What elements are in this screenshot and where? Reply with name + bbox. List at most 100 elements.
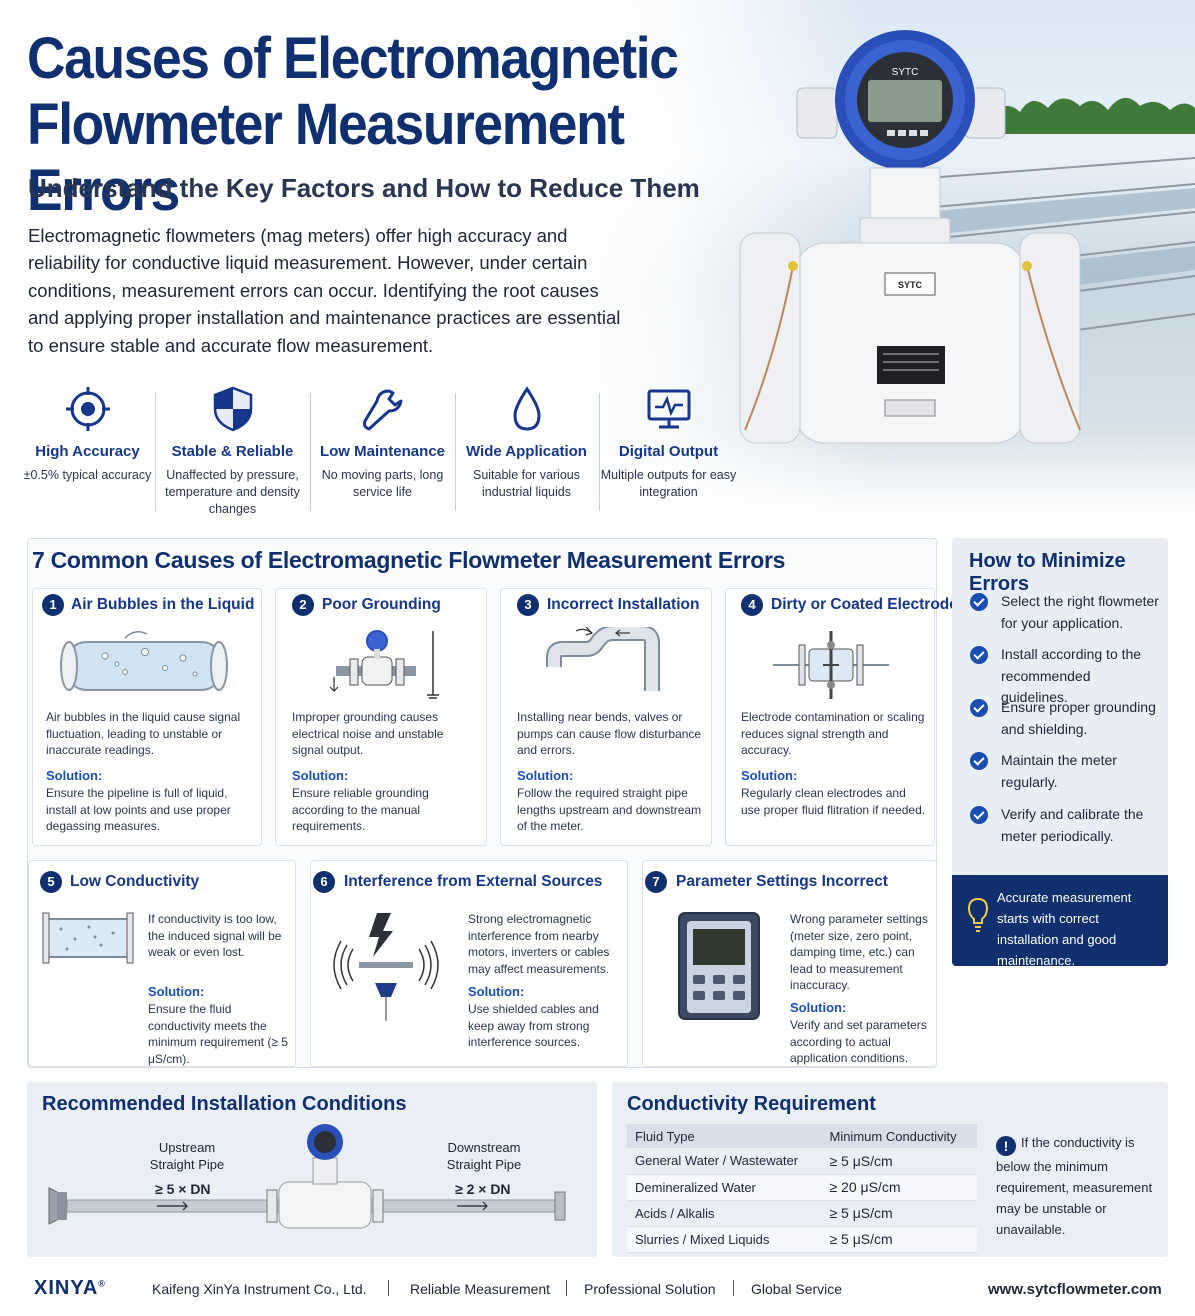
low-conductivity-pipe-illustration <box>42 912 134 964</box>
cause-card-dirty-electrodes: 4 Dirty or Coated Electrodes Electrode c… <box>725 588 967 846</box>
cause-number: 1 <box>42 594 64 616</box>
minimize-callout: Accurate measurement starts with correct… <box>952 875 1168 968</box>
wrench-icon <box>362 389 402 431</box>
table-row: Demineralized Water ≥ 20 μS/cm <box>627 1174 977 1201</box>
check-circle-icon <box>970 646 988 664</box>
intro-paragraph: Electromagnetic flowmeters (mag meters) … <box>28 225 621 356</box>
flowmeter-product-image: SYTC SYTC <box>739 30 1081 444</box>
min-conductivity-cell: ≥ 5 μS/cm <box>821 1148 977 1175</box>
feature-title: Digital Output <box>618 443 719 460</box>
feature-title: Wide Application <box>466 443 587 460</box>
feature-stable-reliable: Stable & Reliable Unaffected by pressure… <box>160 385 305 518</box>
brand-name: XINYA <box>34 1277 99 1299</box>
min-conductivity-cell: ≥ 5 μS/cm <box>821 1200 977 1227</box>
installation-title: Recommended Installation Conditions <box>42 1093 407 1115</box>
cause-number: 7 <box>645 871 667 893</box>
feature-title: Stable & Reliable <box>171 443 294 460</box>
solution-label: Solution: <box>292 768 349 783</box>
cause-number: 6 <box>313 871 335 893</box>
conductivity-panel: Conductivity Requirement Fluid Type Mini… <box>612 1082 1168 1257</box>
solution-label: Solution: <box>790 1000 847 1015</box>
callout-text: Accurate measurement starts with correct… <box>997 890 1132 968</box>
solution-text: Follow the required straight pipe length… <box>517 786 702 833</box>
table-row: Slurries / Mixed Liquids ≥ 5 μS/cm <box>627 1226 977 1253</box>
footer: XINYA® Kaifeng XinYa Instrument Co., Ltd… <box>0 1270 1195 1316</box>
conductivity-title: Conductivity Requirement <box>627 1093 876 1115</box>
footer-company: Kaifeng XinYa Instrument Co., Ltd. <box>152 1281 367 1297</box>
minimize-item-text: Maintain the meter regularly. <box>1001 752 1117 790</box>
fluid-type-cell: Acids / Alkalis <box>627 1200 822 1227</box>
footer-separator <box>388 1280 389 1296</box>
conductivity-note-text: If the conductivity is below the minimum… <box>996 1135 1153 1237</box>
monitor-icon <box>647 389 690 429</box>
column-header: Minimum Conductivity <box>821 1124 977 1148</box>
cause-title: Dirty or Coated Electrodes <box>771 596 967 613</box>
feature-low-maintenance: Low Maintenance No moving parts, long se… <box>310 385 455 501</box>
footer-separator <box>733 1280 734 1296</box>
min-conductivity-cell: ≥ 5 μS/cm <box>821 1226 977 1253</box>
solution-label: Solution: <box>46 768 103 783</box>
trees-background <box>990 97 1195 134</box>
cause-desc: Strong electromagnetic interference from… <box>468 912 610 976</box>
feature-desc: ±0.5% typical accuracy <box>23 468 152 482</box>
cause-card-external-interference: 6 Interference from External Sources Str… <box>310 860 628 1067</box>
cause-title: Poor Grounding <box>322 596 441 613</box>
footer-tagline: Reliable Measurement <box>410 1281 551 1297</box>
interference-illustration <box>333 913 439 1021</box>
cause-title: Low Conductivity <box>70 873 200 890</box>
droplet-icon <box>512 386 541 431</box>
minimize-item-text: Ensure proper grounding and shielding. <box>1001 699 1156 737</box>
cause-card-poor-grounding: 2 Poor Grounding Improper grounding caus… <box>275 588 487 846</box>
table-row: General Water / Wastewater ≥ 5 μS/cm <box>627 1148 977 1175</box>
cause-card-air-bubbles: 1 Air Bubbles in the Liquid Air bubbles … <box>32 588 262 846</box>
causes-section-title: 7 Common Causes of Electromagnetic Flowm… <box>32 547 786 573</box>
feature-divider <box>310 393 311 511</box>
pipe-bend-illustration <box>546 627 660 691</box>
footer-separator <box>566 1280 567 1296</box>
minimize-title: How to Minimize Errors <box>969 550 1126 595</box>
minimize-item-text: Install according to the recommended gui… <box>1001 646 1142 705</box>
downstream-value: ≥ 2 × DN <box>455 1181 511 1197</box>
cause-title: Air Bubbles in the Liquid <box>71 596 255 613</box>
cause-desc: If conductivity is too low, the induced … <box>148 912 282 959</box>
table-header-row: Fluid Type Minimum Conductivity <box>627 1124 977 1148</box>
upstream-value: ≥ 5 × DN <box>155 1181 211 1197</box>
footer-tagline: Professional Solution <box>584 1281 716 1297</box>
fluid-type-cell: General Water / Wastewater <box>627 1148 822 1175</box>
feature-desc: Multiple outputs for easy integration <box>600 468 737 499</box>
min-conductivity-cell: ≥ 20 μS/cm <box>821 1174 977 1201</box>
feature-divider <box>455 393 456 511</box>
feature-high-accuracy: High Accuracy ±0.5% typical accuracy <box>15 385 160 484</box>
solution-text: Ensure reliable grounding according to t… <box>292 786 429 833</box>
feature-digital-output: Digital Output Multiple outputs for easy… <box>596 385 741 501</box>
brand-mark: ® <box>98 1278 106 1289</box>
conductivity-table: Fluid Type Minimum Conductivity General … <box>627 1124 977 1253</box>
downstream-label: Downstream Straight Pipe <box>446 1140 522 1172</box>
solution-text: Verify and set parameters according to a… <box>790 1018 927 1065</box>
target-icon <box>65 387 110 431</box>
minimize-errors-panel: How to Minimize Errors Select the right … <box>952 538 1168 968</box>
solution-text: Ensure the pipeline is full of liquid, i… <box>46 786 231 833</box>
page-title: Causes of Electromagnetic Flowmeter Meas… <box>27 26 679 223</box>
grounding-illustration <box>329 630 439 699</box>
table-row: Acids / Alkalis ≥ 5 μS/cm <box>627 1200 977 1227</box>
fluid-type-cell: Demineralized Water <box>627 1174 822 1201</box>
cause-desc: Wrong parameter settings (meter size, ze… <box>790 912 928 992</box>
feature-desc: Unaffected by pressure, temperature and … <box>165 468 300 516</box>
feature-divider <box>155 393 156 511</box>
cause-desc: Improper grounding causes electrical noi… <box>292 710 444 757</box>
check-circle-icon <box>970 752 988 770</box>
lightbulb-icon <box>967 897 989 932</box>
minimize-item-text: Select the right flowmeter for your appl… <box>1001 593 1159 631</box>
fluid-type-cell: Slurries / Mixed Liquids <box>627 1226 822 1253</box>
solution-text: Ensure the fluid conductivity meets the … <box>148 1002 288 1066</box>
conductivity-note: !If the conductivity is below the minimu… <box>996 1132 1156 1240</box>
installation-panel: Recommended Installation Conditions Upst… <box>27 1082 597 1257</box>
cause-desc: Electrode contamination or scaling reduc… <box>741 710 925 757</box>
cause-title: Incorrect Installation <box>547 596 700 613</box>
footer-website-link[interactable]: www.sytcflowmeter.com <box>988 1281 1162 1298</box>
plate-brand-label: SYTC <box>898 280 923 290</box>
feature-title: Low Maintenance <box>319 443 446 460</box>
converter-keypad-illustration <box>678 912 760 1020</box>
cause-title: Parameter Settings Incorrect <box>676 873 888 890</box>
